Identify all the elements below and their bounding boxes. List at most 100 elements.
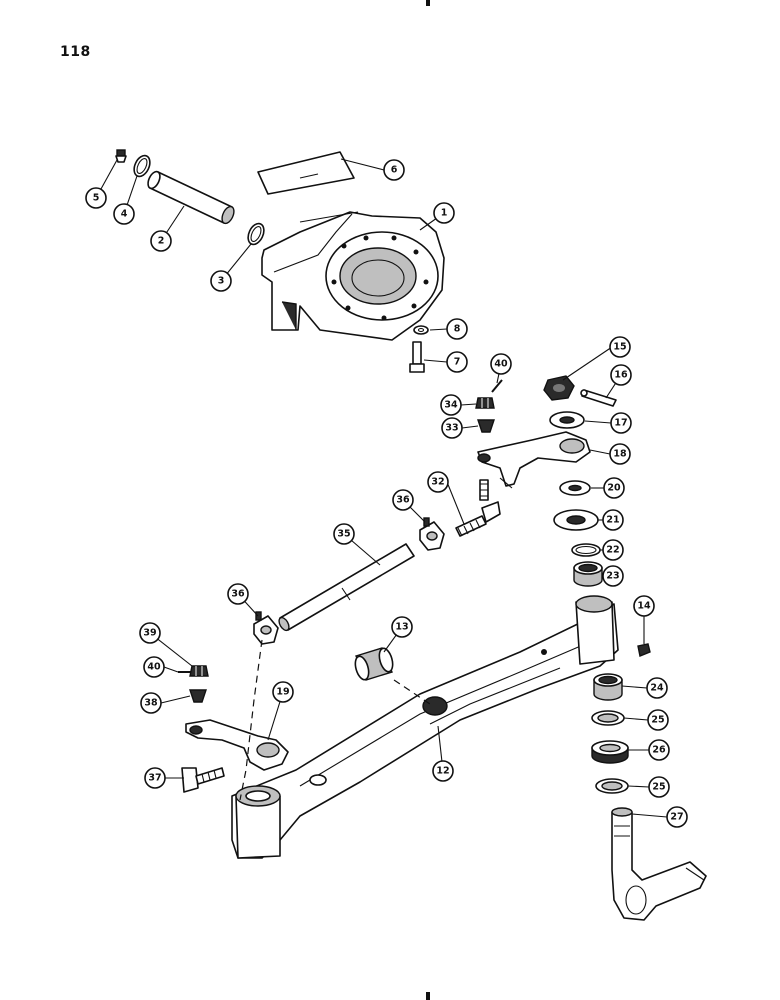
svg-text:21: 21 <box>606 515 619 526</box>
callout-35: 35 <box>333 523 355 545</box>
part-castle-nut-lower <box>189 665 209 677</box>
part-castle-nut-upper <box>475 397 495 409</box>
part-thrust-washer <box>553 509 599 531</box>
svg-text:26: 26 <box>652 745 666 756</box>
callout-21: 21 <box>602 509 624 531</box>
svg-text:33: 33 <box>445 423 458 434</box>
svg-text:16: 16 <box>614 370 628 381</box>
part-thrust-bearing <box>591 740 629 764</box>
svg-text:13: 13 <box>395 622 408 633</box>
part-dust-seal-lower <box>189 689 207 703</box>
svg-text:39: 39 <box>143 628 156 639</box>
part-cotter-pin-spindle <box>580 389 617 407</box>
callout-13: 13 <box>391 616 413 638</box>
svg-text:5: 5 <box>93 193 100 204</box>
part-bushing-upper <box>573 561 603 587</box>
svg-text:3: 3 <box>218 276 225 287</box>
part-pivot-pin <box>147 170 235 225</box>
callout-37: 37 <box>144 767 166 789</box>
part-washer-small <box>559 480 591 496</box>
svg-text:12: 12 <box>436 766 449 777</box>
svg-text:36: 36 <box>231 589 245 600</box>
svg-text:4: 4 <box>121 209 128 220</box>
part-tie-rod-end-left <box>181 767 225 793</box>
part-pivot-bushing <box>354 647 394 681</box>
svg-text:7: 7 <box>454 357 461 368</box>
svg-text:25: 25 <box>651 715 664 726</box>
svg-text:27: 27 <box>670 812 683 823</box>
part-shim <box>257 151 355 195</box>
callout-6: 6 <box>383 159 405 181</box>
callout-18: 18 <box>609 443 631 465</box>
svg-text:40: 40 <box>147 662 161 673</box>
callout-8: 8 <box>446 318 468 340</box>
callout-26: 26 <box>648 739 670 761</box>
callout-34: 34 <box>440 394 462 416</box>
part-dust-seal-upper <box>477 419 495 433</box>
svg-text:6: 6 <box>391 165 398 176</box>
callout-24: 24 <box>646 677 668 699</box>
part-lock-washer <box>413 325 429 335</box>
part-washer-spindle <box>549 411 585 429</box>
callout-27: 27 <box>666 806 688 828</box>
part-grease-fitting-axle <box>637 643 651 657</box>
svg-text:1: 1 <box>441 208 448 219</box>
part-steering-arm-right <box>477 431 591 489</box>
svg-text:14: 14 <box>637 601 651 612</box>
callout-39: 39 <box>139 622 161 644</box>
callout-23: 23 <box>602 565 624 587</box>
part-snap-ring-right <box>247 222 265 246</box>
part-seal-lower <box>595 778 629 794</box>
callout-4: 4 <box>113 203 135 225</box>
svg-text:24: 24 <box>650 683 664 694</box>
callout-32: 32 <box>427 471 449 493</box>
svg-text:36: 36 <box>396 495 410 506</box>
callout-36-upper: 36 <box>392 489 414 511</box>
callout-17: 17 <box>610 412 632 434</box>
svg-text:32: 32 <box>431 477 444 488</box>
callout-40-upper: 40 <box>490 353 512 375</box>
svg-text:15: 15 <box>613 342 626 353</box>
callout-14: 14 <box>633 595 655 617</box>
callout-25-upper: 25 <box>647 709 669 731</box>
svg-text:2: 2 <box>158 236 165 247</box>
callout-2: 2 <box>150 230 172 252</box>
callout-12: 12 <box>432 760 454 782</box>
callout-7: 7 <box>446 351 468 373</box>
part-clamp-upper <box>419 517 445 551</box>
callout-38: 38 <box>140 692 162 714</box>
svg-text:8: 8 <box>454 324 461 335</box>
part-snap-ring-left <box>133 154 151 178</box>
part-tie-rod-tube <box>278 543 415 632</box>
page-number: 118 <box>60 44 91 60</box>
callout-40-lower: 40 <box>143 656 165 678</box>
part-bearing <box>593 673 623 701</box>
callout-33: 33 <box>441 417 463 439</box>
callout-15: 15 <box>609 336 631 358</box>
svg-text:20: 20 <box>607 483 621 494</box>
part-seal-ring <box>571 543 601 557</box>
part-spindle <box>611 807 707 921</box>
svg-text:23: 23 <box>606 571 619 582</box>
callout-5: 5 <box>85 187 107 209</box>
part-cotter-pin-upper <box>491 379 503 393</box>
svg-text:17: 17 <box>614 418 627 429</box>
callout-36-lower: 36 <box>227 583 249 605</box>
part-grease-fitting <box>115 149 127 163</box>
crop-mark-top <box>426 0 430 6</box>
crop-mark-bottom <box>426 992 430 1000</box>
callout-1: 1 <box>433 202 455 224</box>
part-axle-beam <box>231 595 619 859</box>
part-steering-arm-left <box>185 719 289 771</box>
svg-text:25: 25 <box>652 782 665 793</box>
callout-3: 3 <box>210 270 232 292</box>
part-castle-nut-spindle <box>543 375 575 401</box>
callout-25-lower: 25 <box>648 776 670 798</box>
svg-text:22: 22 <box>606 545 619 556</box>
part-cap-screw <box>409 341 425 373</box>
assembly-line-left <box>239 639 263 801</box>
callout-20: 20 <box>603 477 625 499</box>
svg-text:34: 34 <box>444 400 458 411</box>
